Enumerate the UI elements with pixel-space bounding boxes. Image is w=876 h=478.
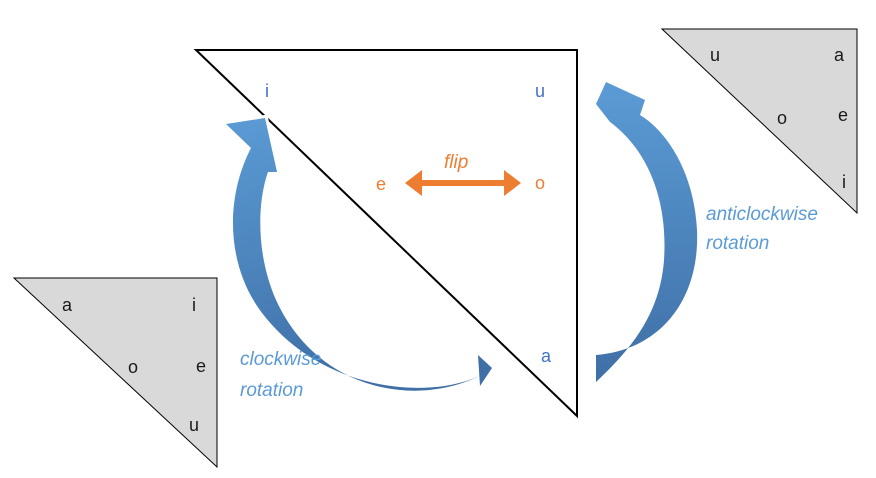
top-right-label-a: a [834, 45, 845, 65]
bottom-left-label-o: o [128, 357, 138, 377]
main-label-e: e [376, 174, 386, 194]
clockwise-arrow-tail [478, 355, 492, 386]
bottom-left-triangle [12, 277, 218, 469]
main-label-o: o [535, 173, 545, 193]
clockwise-caption-line1: clockwise [240, 349, 321, 370]
top-right-triangle [660, 28, 858, 215]
main-label-i: i [265, 81, 269, 101]
bottom-left-label-u: u [189, 415, 199, 435]
top-right-label-e: e [838, 105, 848, 125]
top-right-label-i: i [842, 172, 846, 192]
main-triangle [193, 49, 578, 419]
bottom-left-label-e: e [196, 356, 206, 376]
main-label-a: a [541, 346, 552, 366]
bottom-left-label-a: a [62, 295, 73, 315]
anticlockwise-rotation-arrow [596, 82, 698, 382]
top-right-label-u: u [710, 45, 720, 65]
top-right-label-o: o [777, 108, 787, 128]
flip-double-arrow [405, 170, 521, 196]
main-label-u: u [535, 81, 545, 101]
clockwise-rotation-arrow [226, 118, 487, 391]
clockwise-caption-line2: rotation [240, 380, 303, 401]
bottom-left-label-i: i [192, 295, 196, 315]
flip-caption: flip [444, 152, 468, 173]
anticlockwise-caption-line2: rotation [706, 233, 769, 254]
anticlockwise-caption-line1: anticlockwise [706, 204, 818, 225]
